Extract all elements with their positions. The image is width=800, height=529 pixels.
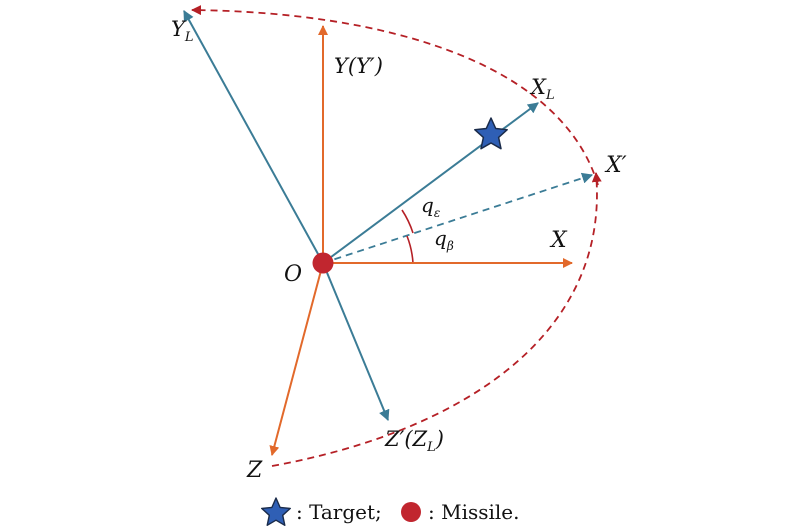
label-q-beta-group: qβ [434, 226, 454, 253]
label-z-prime-close: ) [435, 427, 444, 451]
legend: : Target; : Missile. [261, 497, 519, 526]
label-q-epsilon-sub: ε [434, 206, 440, 220]
label-yl-sub: L [184, 30, 194, 45]
label-z-prime-group: Z′(ZL) [384, 427, 444, 455]
zl-axis [322, 262, 390, 422]
label-x: X [549, 228, 568, 253]
angle-arc-q-beta [406, 235, 414, 264]
legend-star-icon [261, 497, 291, 526]
label-yl: Y [171, 17, 187, 41]
angle-arc-q-epsilon [401, 209, 414, 234]
z-axis [269, 262, 324, 456]
label-x-prime: X′ [604, 153, 627, 178]
label-origin: O [284, 262, 302, 287]
legend-missile-label: : Missile. [428, 500, 519, 524]
label-yl-group: YL [171, 17, 194, 45]
legend-missile-icon [401, 502, 421, 522]
missile-marker [312, 252, 334, 274]
target-star-icon [474, 117, 508, 150]
label-y: Y [334, 54, 350, 78]
label-y-paren: (Y′) [348, 54, 383, 78]
xl-axis [322, 102, 539, 264]
label-q-epsilon: q [421, 193, 434, 217]
arc-yl-to-xprime [191, 5, 599, 186]
label-y-group: Y(Y′) [334, 54, 383, 78]
arc-z-to-xprime [271, 172, 602, 467]
label-q-beta: q [434, 226, 447, 250]
label-q-beta-sub: β [446, 239, 454, 253]
label-z: Z [246, 458, 263, 483]
label-xl: X [529, 75, 547, 99]
label-q-epsilon-group: qε [421, 193, 440, 220]
legend-target-label: : Target; [296, 500, 382, 524]
label-xl-sub: L [545, 88, 555, 103]
label-z-prime-sub: L [426, 440, 436, 455]
label-z-prime: Z′(Z [384, 427, 428, 451]
yl-axis [183, 10, 324, 264]
label-xl-group: XL [529, 75, 555, 103]
